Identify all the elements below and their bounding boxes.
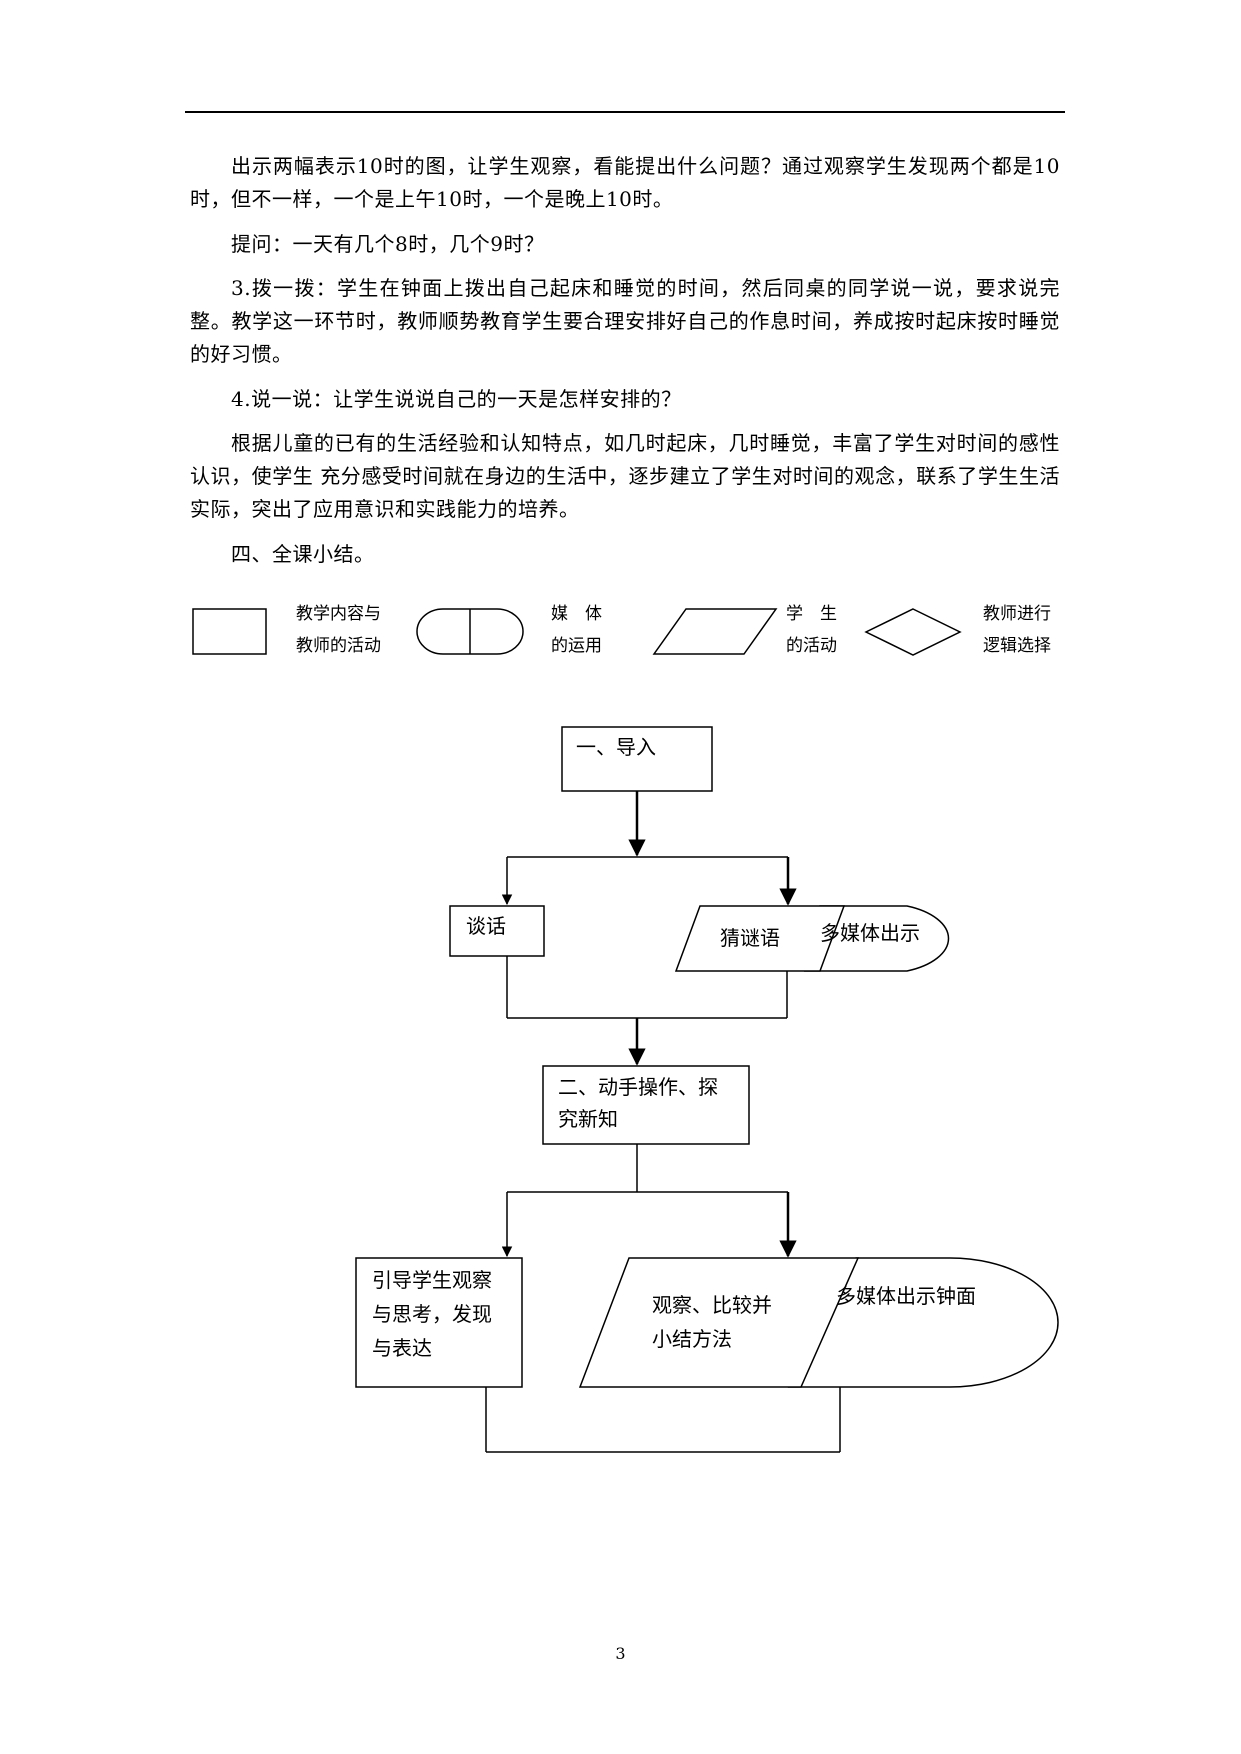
media-label-1: 多媒体出示 (820, 921, 920, 945)
legend-logic-label: 教师进行 逻辑选择 (983, 604, 1051, 656)
media-oval-2 (787, 1257, 1059, 1388)
guide-label: 引导学生观察 与思考，发现 与表达 (372, 1268, 492, 1360)
media-oval-1 (804, 905, 950, 972)
paragraph-summary-reason: 根据儿童的已有的生活经验和认知特点，如几时起床，几时睡觉，丰富了学生对时间的感性… (190, 431, 1060, 521)
talk-label: 谈话 (466, 914, 506, 938)
paragraph-observe-10: 出示两幅表示10时的图，让学生观察，看能提出什么问题？通过观察学生发现两个都是1… (190, 154, 1060, 211)
explore-box (542, 1065, 750, 1145)
media-label-2: 多媒体出示钟面 (836, 1284, 976, 1308)
legend-rectangle-shape (192, 608, 267, 655)
legend-diamond-shape (864, 608, 962, 656)
header-rule (185, 111, 1065, 113)
paragraph-lesson-summary: 四、全课小结。 (231, 542, 375, 566)
explore-label: 二、动手操作、探 究新知 (558, 1075, 718, 1131)
guide-box (355, 1257, 523, 1388)
legend-parallelogram-shape (652, 608, 778, 655)
legend-media-label: 媒 体 的运用 (551, 604, 602, 656)
legend-student-label: 学 生 的活动 (786, 604, 837, 656)
observe-label: 观察、比较并 小结方法 (652, 1293, 772, 1351)
riddle-parallelogram (674, 905, 846, 972)
paragraph-dial: 3.拨一拨：学生在钟面上拨出自己起床和睡觉的时间，然后同桌的同学说一说，要求说完… (190, 276, 1060, 366)
talk-box (449, 905, 545, 957)
intro-label: 一、导入 (576, 735, 656, 759)
paragraph-question: 提问：一天有几个8时，几个9时？ (231, 232, 545, 256)
page-number: 3 (615, 1644, 626, 1663)
legend-teacher-content-label: 教学内容与 教师的活动 (296, 604, 381, 656)
observe-parallelogram (578, 1257, 860, 1388)
riddle-label: 猜谜语 (720, 926, 780, 950)
legend-media-shape (416, 608, 524, 655)
paragraph-say: 4.说一说：让学生说说自己的一天是怎样安排的？ (231, 387, 682, 411)
